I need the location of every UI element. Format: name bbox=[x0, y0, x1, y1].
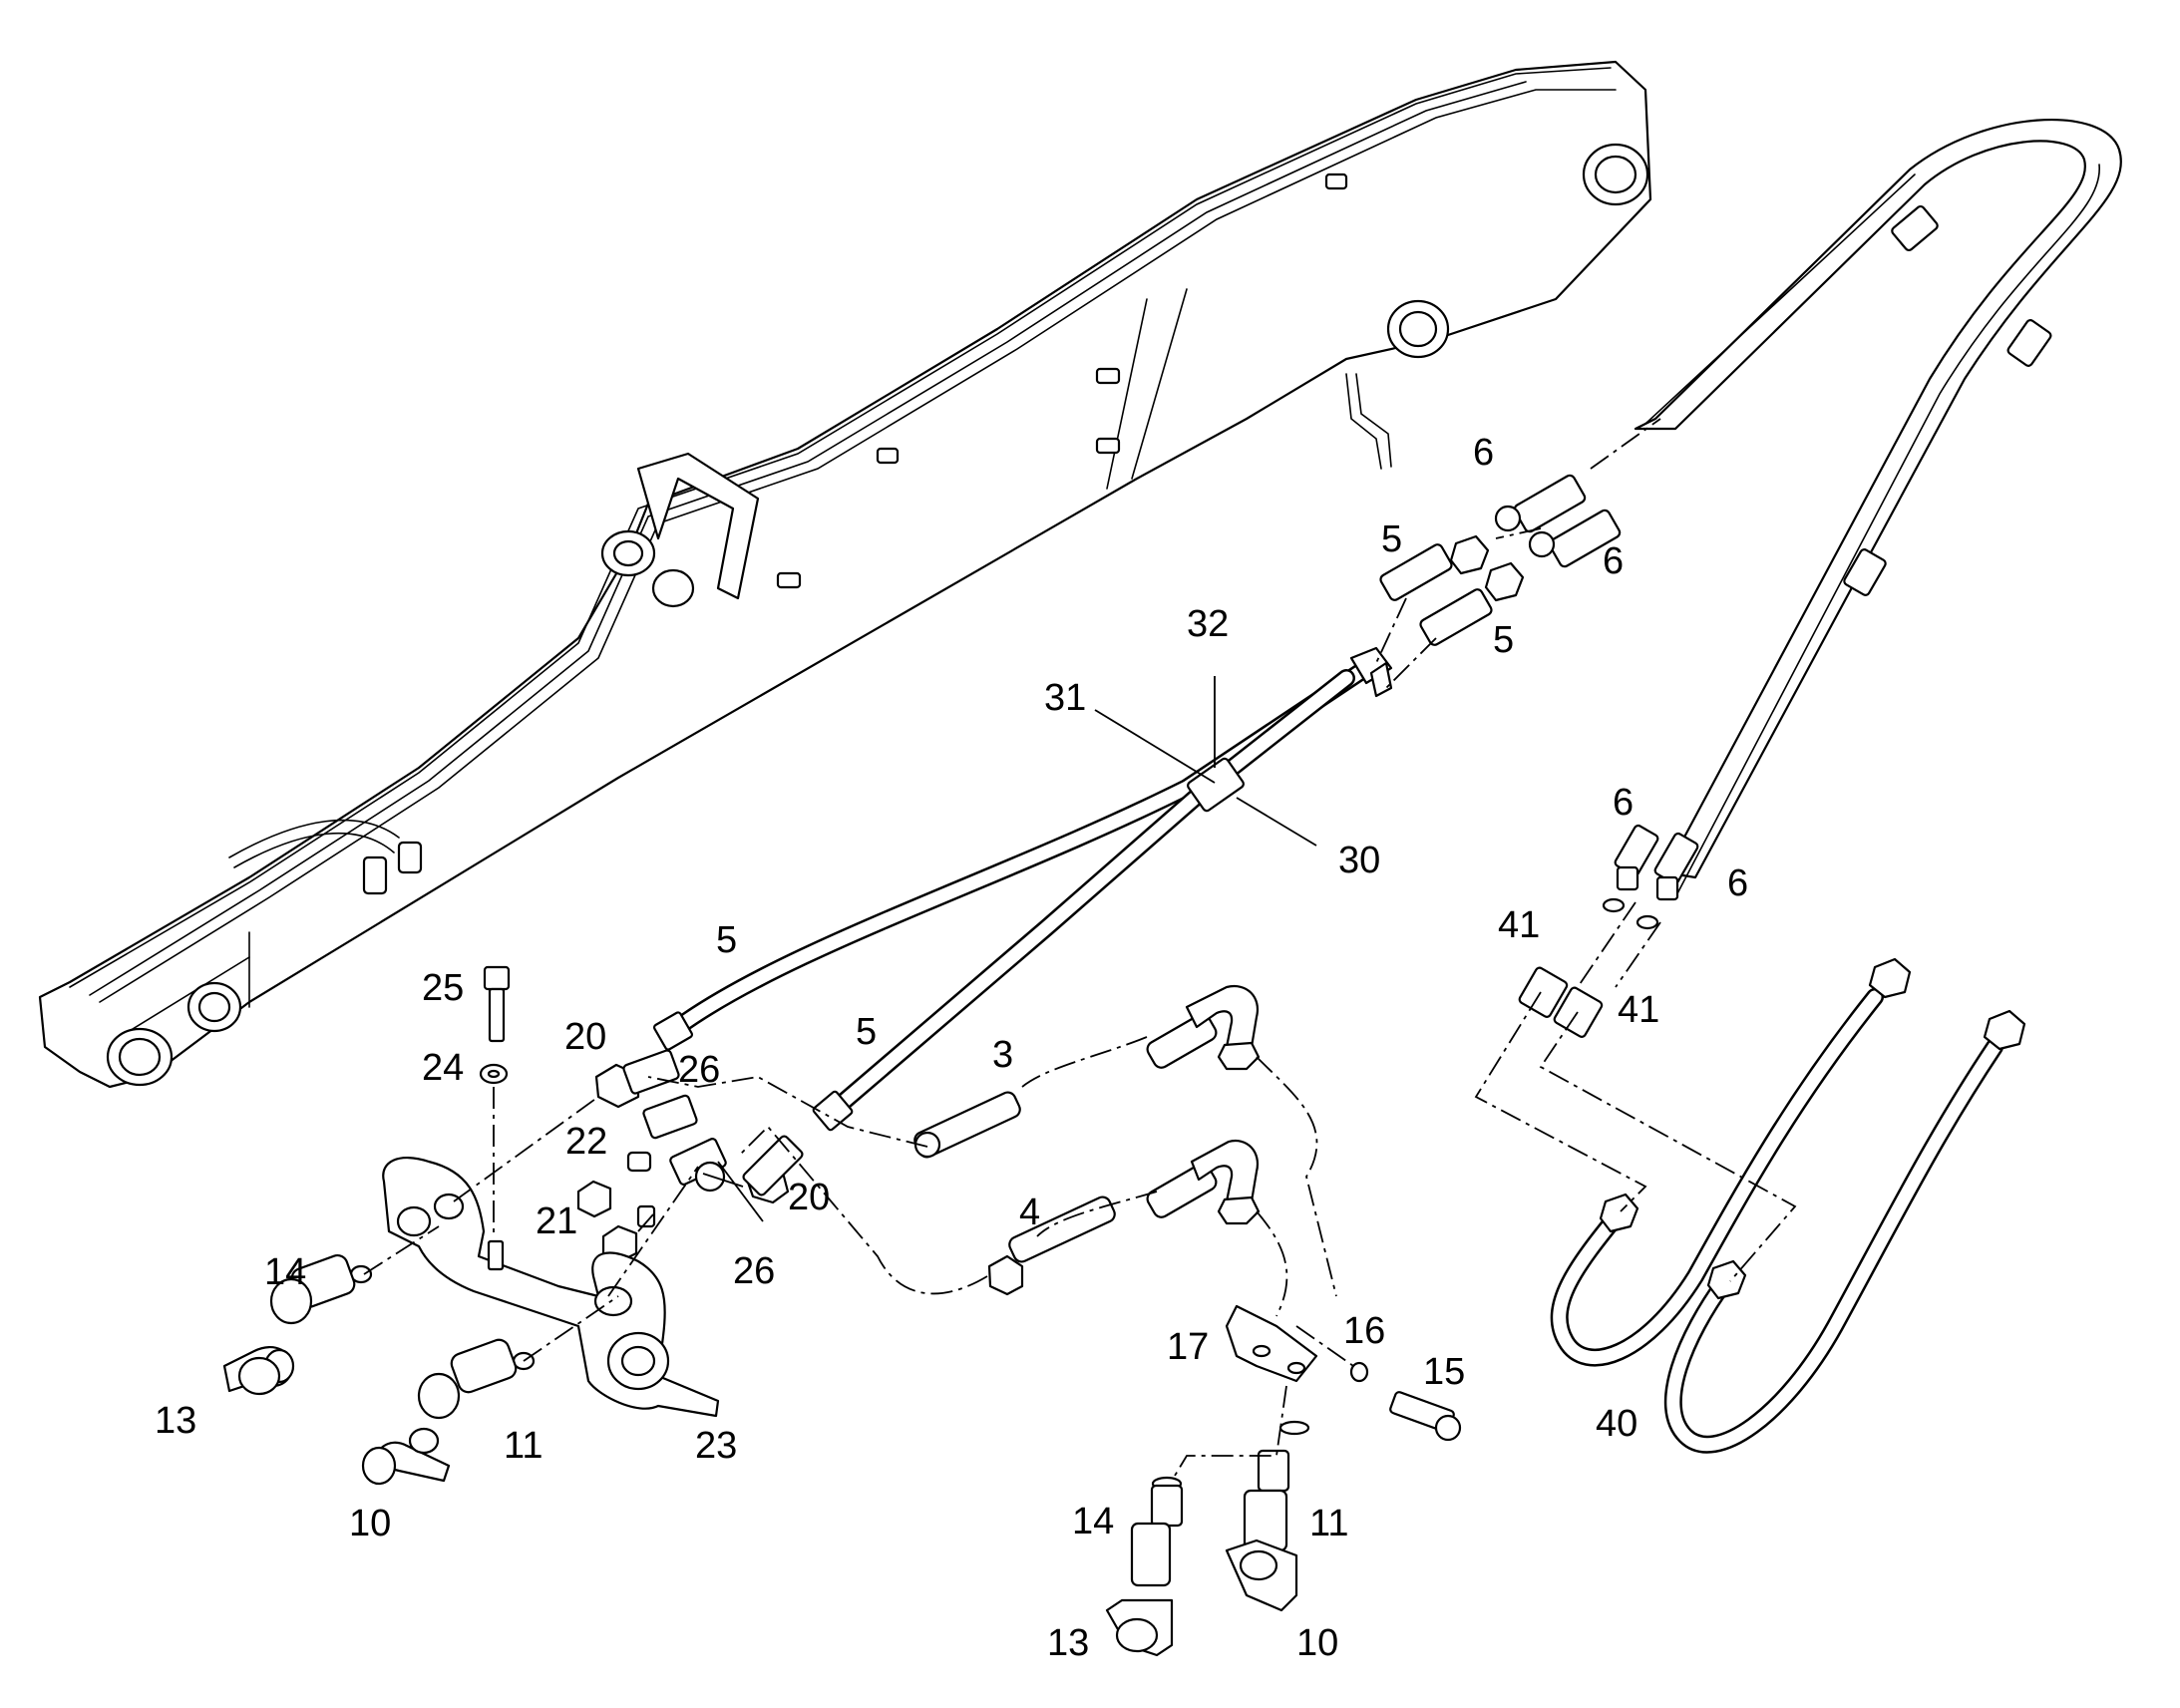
callout-30: 30 bbox=[1338, 840, 1380, 881]
callout-13: 13 bbox=[1047, 1622, 1089, 1664]
hoses-40 bbox=[1550, 957, 2026, 1454]
callout-10: 10 bbox=[1296, 1622, 1338, 1664]
bracket-23 bbox=[382, 1157, 720, 1418]
callout-26: 26 bbox=[678, 1049, 720, 1091]
callout-31: 31 bbox=[1044, 677, 1086, 719]
callout-5: 5 bbox=[716, 919, 737, 961]
fittings-5-6 bbox=[1379, 474, 1622, 646]
callout-11: 11 bbox=[1309, 1503, 1348, 1544]
hose-3 bbox=[913, 984, 1261, 1159]
callout-41: 41 bbox=[1498, 904, 1540, 946]
callout-20: 20 bbox=[788, 1177, 830, 1218]
callout-22: 22 bbox=[565, 1121, 607, 1163]
callout-labels: 6 6 5 5 32 31 30 6 6 41 41 5 5 3 4 25 20… bbox=[155, 432, 1748, 1664]
bracket-17 bbox=[1225, 1304, 1462, 1442]
hose-assembly-5 bbox=[653, 646, 1393, 1132]
callout-5: 5 bbox=[1381, 518, 1402, 560]
boom-arm bbox=[38, 60, 1652, 1089]
callout-40: 40 bbox=[1596, 1403, 1637, 1445]
callout-4: 4 bbox=[1019, 1192, 1040, 1233]
callout-6: 6 bbox=[1727, 862, 1748, 904]
couplers-bottom bbox=[1105, 1449, 1298, 1657]
callout-15: 15 bbox=[1423, 1351, 1465, 1393]
callout-32: 32 bbox=[1187, 603, 1229, 645]
callout-10: 10 bbox=[349, 1503, 391, 1544]
hose-4 bbox=[987, 1139, 1261, 1296]
return-hoses-6 bbox=[1614, 119, 2122, 901]
callout-25: 25 bbox=[422, 967, 464, 1009]
callout-13: 13 bbox=[155, 1400, 196, 1442]
callout-24: 24 bbox=[422, 1047, 464, 1089]
assembly-centerlines bbox=[363, 418, 1797, 1482]
callout-41: 41 bbox=[1618, 989, 1659, 1031]
callout-16: 16 bbox=[1343, 1310, 1385, 1352]
fittings-cluster bbox=[576, 1049, 804, 1263]
callout-5: 5 bbox=[1493, 619, 1514, 661]
couplers-left bbox=[222, 1254, 536, 1486]
bolt-25 bbox=[479, 965, 511, 1085]
callout-14: 14 bbox=[1072, 1501, 1114, 1542]
callout-14: 14 bbox=[264, 1251, 306, 1293]
callout-11: 11 bbox=[504, 1425, 543, 1467]
callout-6: 6 bbox=[1473, 432, 1494, 474]
callout-23: 23 bbox=[695, 1425, 737, 1467]
callout-5: 5 bbox=[856, 1011, 877, 1053]
leader-lines bbox=[637, 676, 1317, 1232]
callout-26: 26 bbox=[733, 1250, 775, 1292]
callout-3: 3 bbox=[992, 1034, 1013, 1076]
callout-17: 17 bbox=[1167, 1326, 1209, 1368]
callout-21: 21 bbox=[536, 1200, 577, 1242]
callout-6: 6 bbox=[1603, 540, 1624, 582]
callout-6: 6 bbox=[1613, 782, 1634, 824]
fittings-41 bbox=[1518, 897, 1659, 1038]
callout-20: 20 bbox=[564, 1016, 606, 1058]
